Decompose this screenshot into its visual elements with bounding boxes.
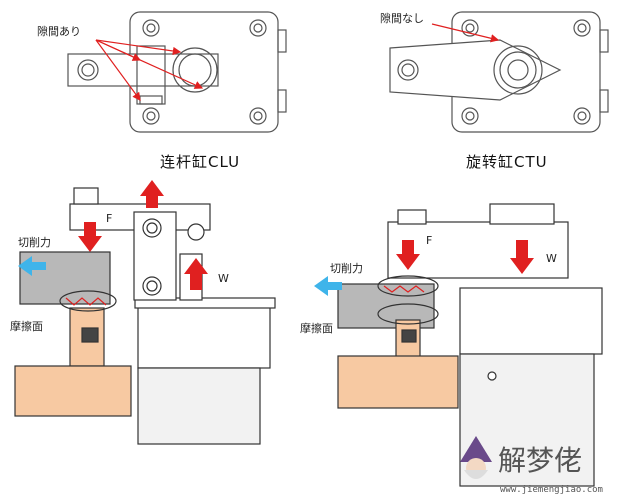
w-label-left: W [218,272,229,285]
gap-label-right: 隙間なし [380,11,424,25]
w-label-right: W [546,252,557,265]
friction-zone-right-bottom [377,303,439,325]
force-arrows-right [396,240,534,274]
caption-ctu: 旋转缸CTU [466,153,548,171]
wizard-logo-icon [460,436,492,479]
watermark-url: www.jiemengjiao.com [500,485,603,495]
gap-pointer-arrow-right [431,23,500,43]
friction-zone-right-top [377,275,439,297]
friction-zigzag-left [65,297,107,306]
clu-side-view [14,187,276,445]
watermark: 解梦佬 www.jiemengjiao.com [460,436,603,495]
clu-top-view [67,11,287,133]
cutting-arrow-right [314,276,342,296]
force-label-right: F [426,234,432,247]
cutting-arrow-left [18,256,46,276]
friction-zigzag-right [383,285,425,293]
watermark-brand: 解梦佬 [498,444,582,477]
friction-label-right: 摩擦面 [300,321,333,335]
cutting-label-left: 切削力 [18,235,51,249]
ctu-top-view [389,11,609,133]
cutting-label-right: 切削力 [330,261,363,275]
caption-clu: 连杆缸CLU [160,153,240,171]
force-label-left: F [106,212,112,225]
gap-pointer-arrows-left [95,39,204,101]
friction-zone-left [59,290,117,312]
force-arrows-left [78,180,208,290]
gap-label-left: 隙間あり [37,24,81,38]
friction-label-left: 摩擦面 [10,319,43,333]
